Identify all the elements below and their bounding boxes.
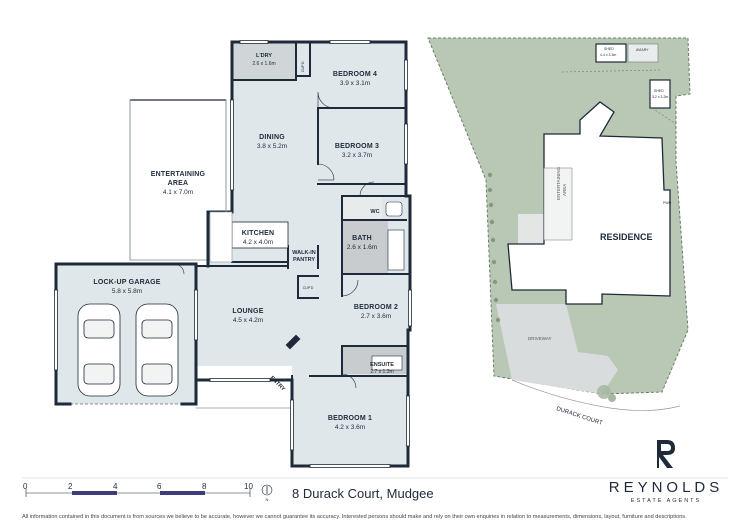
- room-entertaining-dims: 4.1 x 7.0m: [163, 189, 193, 196]
- scale-tick-6: 6: [157, 482, 162, 491]
- site-entertaining-label-2: AREA: [562, 184, 567, 196]
- scale-tick-0: 0: [23, 482, 28, 491]
- room-laundry: L'DRY: [256, 53, 272, 59]
- room-bedroom3: BEDROOM 3: [335, 143, 379, 150]
- room-dining-dims: 3.8 x 5.2m: [257, 143, 287, 150]
- residence-footprint: [507, 101, 671, 305]
- room-bedroom1-dims: 4.2 x 3.6m: [335, 424, 365, 431]
- shed-1-label: SHED: [604, 47, 614, 51]
- wc-floor: [342, 196, 382, 220]
- room-garage: LOCK-UP GARAGE: [93, 279, 160, 286]
- kitchen-counter: [209, 211, 233, 263]
- site-pwr-label: PWR: [663, 201, 672, 205]
- room-walkin: WALK-IN: [292, 250, 316, 256]
- room-lounge-dims: 4.5 x 4.2m: [233, 317, 263, 324]
- floor-plan: L'DRY 2.6 x 1.6m CUP'D BEDROOM 4 3.9 x 3…: [54, 40, 412, 468]
- driveway: [496, 304, 618, 394]
- room-bedroom2: BEDROOM 2: [354, 304, 398, 311]
- property-address: 8 Durack Court, Mudgee: [292, 486, 434, 501]
- scale-tick-2: 2: [68, 482, 73, 491]
- room-ensuite-dims: 2.7 x 1.3m: [370, 369, 393, 375]
- garage-cars: [77, 303, 179, 397]
- room-bedroom3-dims: 3.2 x 3.7m: [342, 152, 372, 159]
- bath-floor: [342, 220, 388, 274]
- north-arrow-icon: N: [261, 484, 273, 502]
- room-bedroom2-dims: 2.7 x 3.6m: [361, 313, 391, 320]
- driveway-label: DRIVEWAY: [528, 336, 552, 341]
- scale-bar: [25, 489, 251, 497]
- room-bedroom4-dims: 3.9 x 3.1m: [340, 80, 370, 87]
- room-bath: BATH: [352, 235, 372, 242]
- windows: [54, 40, 412, 468]
- aviary: [627, 43, 659, 63]
- reynolds-logo-icon: [657, 440, 675, 468]
- site-plan: RESIDENCE ENTERTAINING AREA SHED 4.4 x 3…: [427, 37, 691, 427]
- site-entertaining: [543, 167, 573, 241]
- room-entertaining-2: AREA: [168, 180, 189, 187]
- site-entertaining-label: ENTERTAINING: [556, 166, 561, 200]
- shed-1: [595, 43, 627, 63]
- room-laundry-dims: 2.6 x 1.6m: [252, 61, 275, 67]
- doors: [70, 91, 375, 405]
- brand-subtitle: ESTATE AGENTS: [630, 498, 702, 504]
- laundry-floor: [232, 42, 296, 80]
- room-kitchen: KITCHEN: [242, 230, 275, 237]
- room-ensuite: ENSUITE: [370, 362, 394, 368]
- room-lounge: LOUNGE: [232, 308, 263, 315]
- room-garage-dims: 5.8 x 5.8m: [112, 288, 142, 295]
- scale-tick-4: 4: [113, 482, 118, 491]
- site-residence-label: RESIDENCE: [600, 232, 653, 242]
- shed-2: [649, 79, 671, 109]
- room-bedroom1: BEDROOM 1: [328, 415, 372, 422]
- scale-tick-10: 10: [244, 482, 253, 491]
- trees: [487, 172, 616, 402]
- street-label: DURACK COURT: [555, 406, 603, 427]
- room-dining: DINING: [259, 134, 285, 141]
- scale-tick-8: 8: [202, 482, 207, 491]
- room-bath-dims: 2.6 x 1.6m: [347, 244, 377, 251]
- room-entertaining: ENTERTAINING: [151, 171, 206, 178]
- room-bedroom4: BEDROOM 4: [333, 71, 377, 78]
- room-cupd-top: CUP'D: [301, 61, 305, 72]
- aviary-label: AVIARY: [636, 48, 649, 52]
- shed-2-dims: 3.2 x 3.2m: [652, 95, 668, 99]
- shed-1-dims: 4.4 x 3.3m: [600, 53, 616, 57]
- room-wc: WC: [370, 209, 379, 215]
- disclaimer-text: All information contained in this docume…: [22, 514, 687, 520]
- room-walkin-2: PANTRY: [293, 257, 315, 263]
- brand-name: REYNOLDS: [608, 479, 724, 496]
- north-label: N: [266, 497, 269, 502]
- shed-2-label: SHED: [654, 89, 664, 93]
- room-kitchen-dims: 4.2 x 4.0m: [243, 239, 273, 246]
- kitchen-bench: [231, 221, 289, 249]
- room-cupd-mid: CUP'D: [303, 286, 314, 290]
